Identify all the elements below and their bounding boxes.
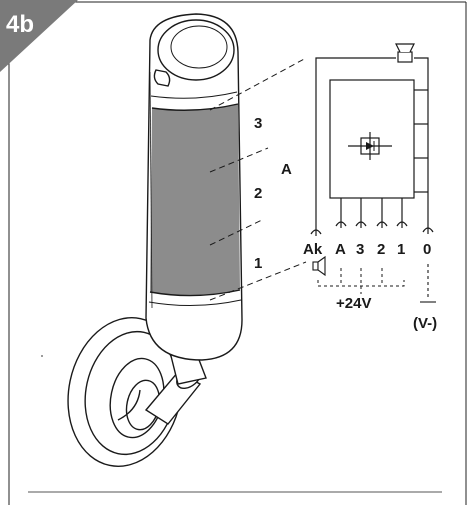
terminal-label-2: 2 [377,241,385,258]
terminal-label-3: 3 [356,241,364,258]
ground-icon [420,264,436,303]
terminal-leads [310,198,434,236]
tower-side-port [153,69,171,87]
wiring-schematic [310,43,434,236]
ground-label: (V-) [413,315,437,332]
figure-badge-label: 4b [6,11,34,38]
terminal-label-ak: Ak [303,241,323,258]
terminal-label-1: 1 [397,241,405,258]
buzzer-icon [395,43,415,63]
figure-badge [0,0,78,72]
figure-frame [8,1,467,505]
signal-tower [67,13,243,467]
terminal-labels: Ak A 3 2 1 0 [303,241,431,258]
supply-bracket [317,268,405,294]
segment-label-3: 3 [254,115,262,132]
terminal-label-a: A [335,241,346,258]
segment-label-2: 2 [254,185,262,202]
segment-label-1: 1 [254,255,262,272]
led-component-icon [348,132,392,160]
speaker-icon [312,255,326,277]
stray-mark [41,355,43,357]
tower-lens [150,104,240,296]
terminal-label-0: 0 [423,241,431,258]
supply-voltage-label: +24V [336,295,371,312]
segment-group-label-a: A [281,161,292,178]
leader-lines [209,57,307,301]
schematic-housing [315,57,396,228]
